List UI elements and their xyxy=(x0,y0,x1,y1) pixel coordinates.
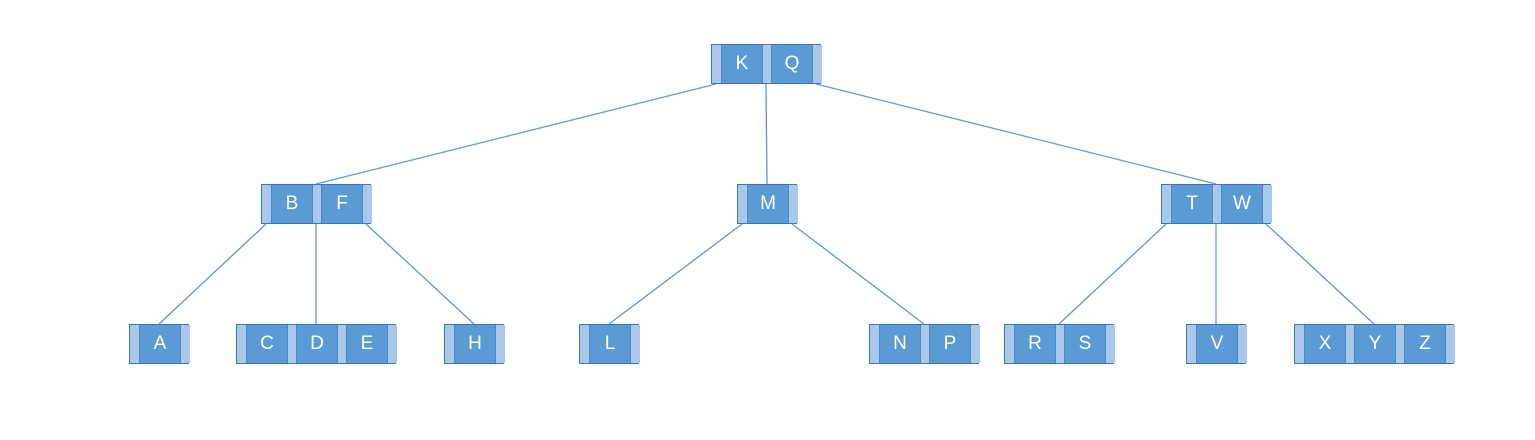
child-pointer xyxy=(1262,185,1272,223)
node-key: M xyxy=(760,193,776,214)
node-key: E xyxy=(360,333,374,354)
child-pointer xyxy=(630,325,640,363)
child-pointer xyxy=(870,325,880,363)
child-pointer xyxy=(1237,325,1247,363)
child-pointer xyxy=(1295,325,1305,363)
child-pointer xyxy=(812,45,822,83)
tree-node-n-l: L xyxy=(579,324,640,364)
node-key: V xyxy=(1210,333,1224,354)
edge-n-m-to-n-l xyxy=(608,223,743,325)
node-key: B xyxy=(285,193,299,214)
node-key: H xyxy=(468,333,482,354)
child-pointer xyxy=(712,45,722,83)
node-key: C xyxy=(260,333,274,354)
child-pointer xyxy=(445,325,455,363)
node-key: A xyxy=(153,333,167,354)
child-pointer xyxy=(1105,325,1115,363)
node-key: R xyxy=(1028,333,1042,354)
edge-n-tw-to-n-xyz xyxy=(1265,223,1375,325)
node-key: N xyxy=(893,333,907,354)
node-key: Z xyxy=(1419,333,1431,354)
child-pointer xyxy=(180,325,190,363)
child-pointer xyxy=(237,325,247,363)
node-key: W xyxy=(1233,193,1251,214)
child-pointer xyxy=(970,325,980,363)
child-pointer xyxy=(1345,325,1355,363)
edge-root-to-n-bf xyxy=(315,83,717,185)
child-pointer xyxy=(337,325,347,363)
child-pointer xyxy=(1005,325,1015,363)
child-pointer xyxy=(1162,185,1172,223)
child-pointer xyxy=(738,185,748,223)
tree-node-n-xyz: X Y Z xyxy=(1294,324,1455,364)
child-pointer xyxy=(1187,325,1197,363)
child-pointer xyxy=(1055,325,1065,363)
node-key: L xyxy=(604,333,616,354)
edge-n-bf-to-n-h xyxy=(365,223,475,325)
child-pointer xyxy=(287,325,297,363)
node-key: Q xyxy=(784,53,800,74)
node-key: S xyxy=(1078,333,1092,354)
child-pointer xyxy=(262,185,272,223)
tree-node-n-v: V xyxy=(1186,324,1247,364)
tree-node-n-h: H xyxy=(444,324,505,364)
edge-n-m-to-n-np xyxy=(791,223,925,325)
tree-node-n-m: M xyxy=(737,184,798,224)
node-key: X xyxy=(1318,333,1332,354)
child-pointer xyxy=(495,325,505,363)
node-key: T xyxy=(1186,193,1198,214)
edge-root-to-n-m xyxy=(765,83,768,185)
node-key: F xyxy=(336,193,348,214)
child-pointer xyxy=(1445,325,1455,363)
child-pointer xyxy=(312,185,322,223)
child-pointer xyxy=(362,185,372,223)
child-pointer xyxy=(920,325,930,363)
tree-node-n-a: A xyxy=(129,324,190,364)
child-pointer xyxy=(762,45,772,83)
node-key: Y xyxy=(1368,333,1382,354)
child-pointer xyxy=(1212,185,1222,223)
edge-n-tw-to-n-rs xyxy=(1058,223,1167,325)
edge-root-to-n-tw xyxy=(815,83,1217,185)
edge-n-bf-to-n-a xyxy=(158,223,267,325)
node-key: P xyxy=(943,333,957,354)
child-pointer xyxy=(580,325,590,363)
child-pointer xyxy=(130,325,140,363)
child-pointer xyxy=(788,185,798,223)
child-pointer xyxy=(1395,325,1405,363)
node-key: D xyxy=(310,333,324,354)
child-pointer xyxy=(387,325,397,363)
node-key: K xyxy=(735,53,749,74)
tree-node-n-cde: C D E xyxy=(236,324,397,364)
